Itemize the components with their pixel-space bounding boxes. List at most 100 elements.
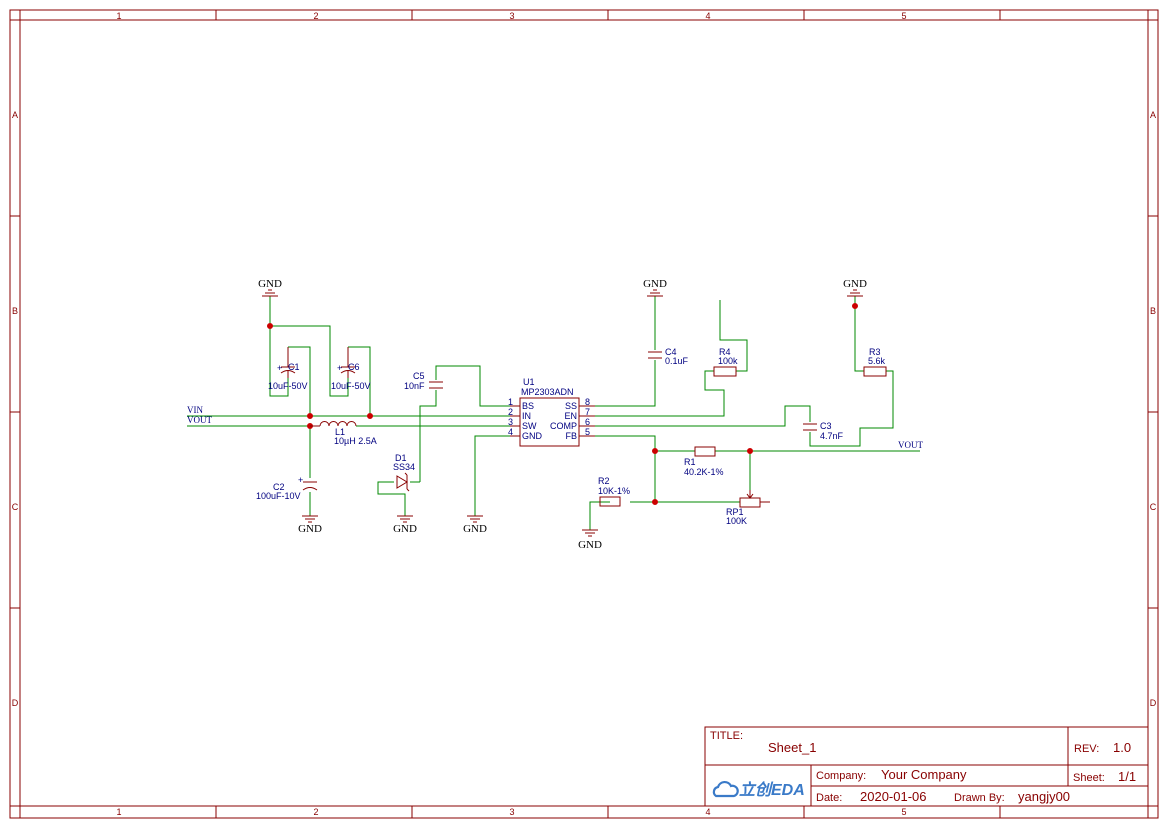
ic-u1[interactable]: U1 MP2303ADN 1 BS 2 IN 3 SW 4 GND 8 SS 7…: [508, 377, 595, 447]
col-label-bottom-3: 3: [509, 807, 514, 817]
net-label-vout-left: VOUT: [187, 415, 212, 425]
u1-pin-num: 3: [508, 417, 513, 427]
wires: [187, 296, 920, 530]
r2-ref: R2: [598, 476, 610, 486]
sheet-label: Sheet:: [1073, 772, 1105, 784]
u1-pin-name: SW: [522, 421, 537, 431]
capacitor-c4[interactable]: C4 0.1uF: [648, 347, 689, 366]
u1-pin-num: 2: [508, 407, 513, 417]
r4-value: 100k: [718, 356, 738, 366]
svg-text:+: +: [298, 475, 303, 485]
c3-value: 4.7nF: [820, 431, 844, 441]
c3-ref: C3: [820, 421, 832, 431]
junction-dot: [307, 413, 313, 419]
c6-ref: C6: [348, 362, 360, 372]
drawn-by-value: yangjy00: [1018, 789, 1070, 804]
u1-pin-name: FB: [565, 431, 577, 441]
col-label-top-5: 5: [901, 11, 906, 21]
resistor-r3[interactable]: R3 5.6k: [863, 347, 887, 377]
resistor-r2[interactable]: R2 10K-1%: [598, 476, 630, 507]
drawn-by-label: Drawn By:: [954, 792, 1005, 804]
gnd-label: GND: [463, 523, 487, 535]
u1-pin-num: 1: [508, 397, 513, 407]
r2-value: 10K-1%: [598, 486, 630, 496]
col-label-bottom-4: 4: [705, 807, 710, 817]
resistor-r4[interactable]: R4 100k: [713, 347, 738, 377]
l1-value: 10µH 2.5A: [334, 436, 377, 446]
row-label-left-b: B: [12, 306, 18, 316]
inductor-l1[interactable]: L1 10µH 2.5A: [310, 421, 377, 447]
gnd-symbol-d1: GND: [393, 515, 417, 535]
net-label-vout-right: VOUT: [898, 440, 923, 450]
r1-ref: R1: [684, 457, 696, 467]
lceda-logo: 立创EDA: [712, 780, 805, 799]
gnd-label: GND: [843, 278, 867, 290]
sheet-frame: [9, 9, 1159, 819]
capacitor-c5[interactable]: C5 10nF: [404, 371, 443, 391]
c5-value: 10nF: [404, 381, 425, 391]
gnd-symbol-c4: GND: [643, 278, 667, 297]
c4-ref: C4: [665, 347, 677, 357]
junction-dot: [747, 448, 753, 454]
gnd-label: GND: [298, 523, 322, 535]
u1-pin-name: GND: [522, 431, 543, 441]
junction-dot: [267, 323, 273, 329]
capacitor-c1[interactable]: + C1 10uF-50V: [268, 347, 308, 391]
capacitor-c3[interactable]: C3 4.7nF: [803, 421, 844, 441]
title-label: TITLE:: [710, 730, 743, 742]
net-label-vin: VIN: [187, 405, 203, 415]
c4-value: 0.1uF: [665, 356, 689, 366]
svg-text:+: +: [337, 363, 342, 373]
gnd-symbol-c2: GND: [298, 515, 322, 535]
date-label: Date:: [816, 792, 842, 804]
col-label-top-2: 2: [313, 11, 318, 21]
c5-ref: C5: [413, 371, 425, 381]
frame-labels: 1 2 3 4 5 1 2 3 4 5 A B C D A B C D: [12, 11, 1157, 817]
company-label: Company:: [816, 770, 866, 782]
col-label-bottom-2: 2: [313, 807, 318, 817]
l1-ref: L1: [335, 427, 345, 437]
diode-d1[interactable]: D1 SS34: [393, 453, 415, 492]
rp1-value: 100K: [726, 516, 747, 526]
logo-text: 立创EDA: [739, 781, 805, 799]
row-label-right-d: D: [1150, 698, 1157, 708]
row-label-left-c: C: [12, 502, 19, 512]
u1-pin-name: COMP: [550, 421, 577, 431]
c2-ref: C2: [273, 482, 285, 492]
u1-value: MP2303ADN: [521, 387, 574, 397]
rev-value: 1.0: [1113, 740, 1131, 755]
sheet-value: 1/1: [1118, 769, 1136, 784]
u1-pin-name: EN: [564, 411, 577, 421]
r4-ref: R4: [719, 347, 731, 357]
date-value: 2020-01-06: [860, 789, 927, 804]
r1-value: 40.2K-1%: [684, 467, 724, 477]
gnd-label: GND: [578, 539, 602, 551]
c1-value: 10uF-50V: [268, 381, 308, 391]
gnd-label: GND: [643, 278, 667, 290]
sheet-title: Sheet_1: [768, 740, 816, 755]
col-label-top-3: 3: [509, 11, 514, 21]
col-label-bottom-5: 5: [901, 807, 906, 817]
cloud-icon: [712, 780, 739, 798]
rp1-ref: RP1: [726, 507, 744, 517]
junction-dot: [367, 413, 373, 419]
d1-value: SS34: [393, 462, 415, 472]
gnd-symbol-r3: GND: [843, 278, 867, 297]
col-label-top-4: 4: [705, 11, 710, 21]
row-label-right-b: B: [1150, 306, 1156, 316]
junction-dot: [852, 303, 858, 309]
capacitor-c2[interactable]: + C2 100uF-10V: [256, 475, 318, 501]
c1-ref: C1: [288, 362, 300, 372]
gnd-label: GND: [258, 278, 282, 290]
resistor-r1[interactable]: R1 40.2K-1%: [684, 446, 724, 477]
capacitor-c6[interactable]: + C6 10uF-50V: [331, 347, 371, 391]
title-block: TITLE: Sheet_1 REV: 1.0 Company: Your Co…: [704, 726, 1149, 807]
col-label-top-1: 1: [116, 11, 121, 21]
potentiometer-rp1[interactable]: RP1 100K: [726, 490, 770, 526]
gnd-symbol-r2: GND: [578, 529, 602, 551]
u1-pin-num: 8: [585, 397, 590, 407]
col-label-bottom-1: 1: [116, 807, 121, 817]
junction-dot: [652, 448, 658, 454]
u1-ref: U1: [523, 377, 535, 387]
